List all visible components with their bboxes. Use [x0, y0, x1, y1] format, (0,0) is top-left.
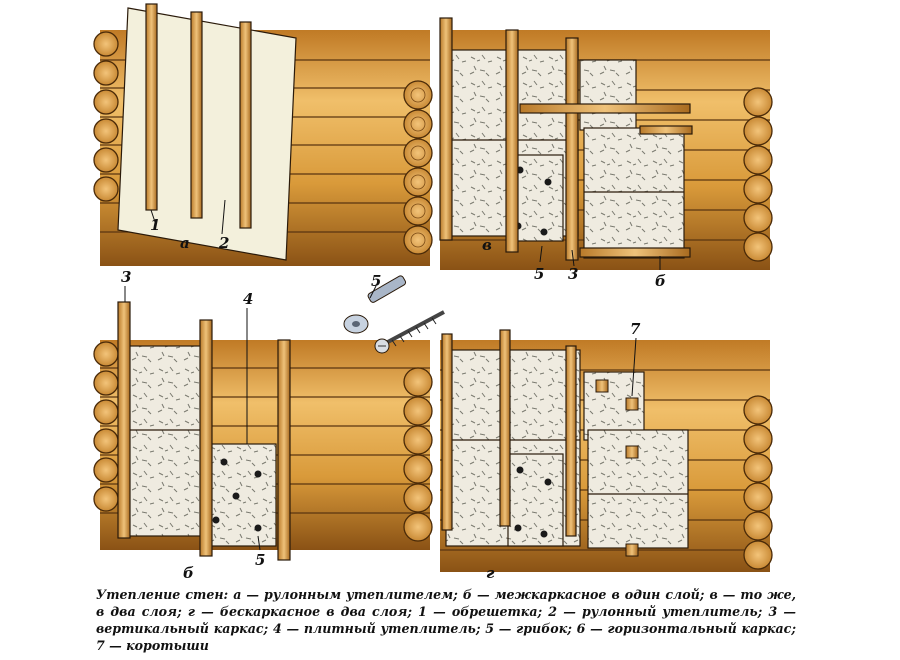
- mushroom-dowels-b: [212, 458, 262, 532]
- log-end-cuts-a: [93, 31, 433, 255]
- horizontal-frame-v: [519, 103, 693, 258]
- figure-caption: Утепление стен: а — рулонным утеплителем…: [96, 587, 796, 653]
- label-5-dowel: 5: [371, 272, 381, 290]
- panel-g-frameless-two-layer: 7 г: [440, 320, 773, 582]
- panel-label-a: а: [180, 234, 190, 252]
- mushroom-dowel-detail: 5: [343, 272, 445, 354]
- label-1: 1: [150, 216, 160, 234]
- panel-b-one-layer-frame: 3 4 5 б: [93, 268, 433, 582]
- label-7: 7: [630, 320, 641, 338]
- label-3-b: 3: [121, 268, 131, 286]
- label-5-v: 5: [534, 265, 544, 283]
- panel-label-g: г: [486, 564, 495, 582]
- label-6: б: [655, 272, 666, 290]
- label-4: 4: [243, 290, 253, 308]
- label-3-v: 3: [568, 265, 578, 283]
- label-5-b: 5: [255, 551, 265, 569]
- panel-label-b: б: [183, 564, 194, 582]
- short-blocks: [595, 379, 639, 557]
- vertical-frame-b: [117, 301, 291, 561]
- vertical-frame-g: [441, 329, 577, 537]
- battens-a: [145, 3, 252, 229]
- panel-v-two-layer-frame: в 5 3 б: [439, 17, 773, 290]
- vertical-frame-v: [439, 17, 579, 261]
- panel-a-roll-insulation: 1 2 а: [93, 3, 433, 266]
- roll-insulation-sheet: [117, 7, 297, 261]
- panel-label-v: в: [482, 236, 492, 254]
- insulation-boards-b: [121, 345, 277, 547]
- label-2: 2: [218, 234, 229, 252]
- mushroom-dowels-g: [514, 466, 552, 538]
